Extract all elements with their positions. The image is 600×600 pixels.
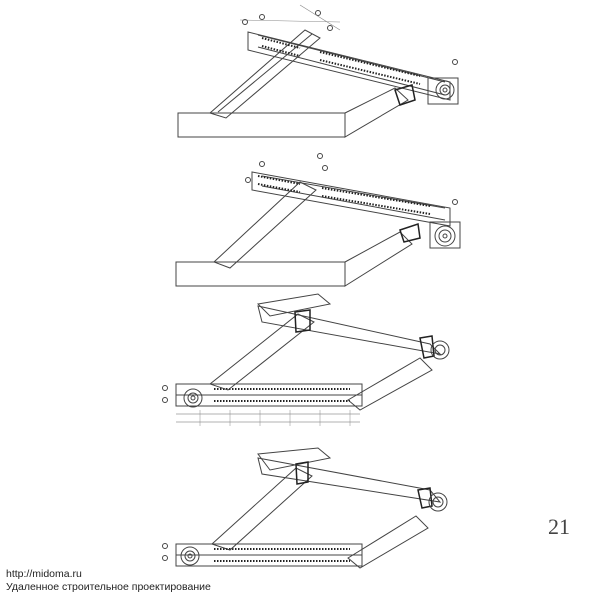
plan-4-drawing bbox=[162, 447, 448, 569]
footer-tagline: Удаленное строительное проектирование bbox=[6, 581, 211, 593]
plan-2-drawing bbox=[175, 153, 461, 287]
plan-1-drawing bbox=[177, 4, 459, 138]
stair-plan-1 bbox=[0, 0, 600, 145]
plan-3-drawing bbox=[162, 293, 450, 426]
stair-plan-2 bbox=[0, 150, 600, 295]
footer: http://midoma.ru Удаленное строительное … bbox=[6, 568, 211, 594]
page-number: 21 bbox=[548, 514, 570, 539]
stair-plan-3 bbox=[0, 292, 600, 442]
stair-plan-4 bbox=[0, 446, 600, 571]
footer-url[interactable]: http://midoma.ru bbox=[6, 568, 82, 580]
